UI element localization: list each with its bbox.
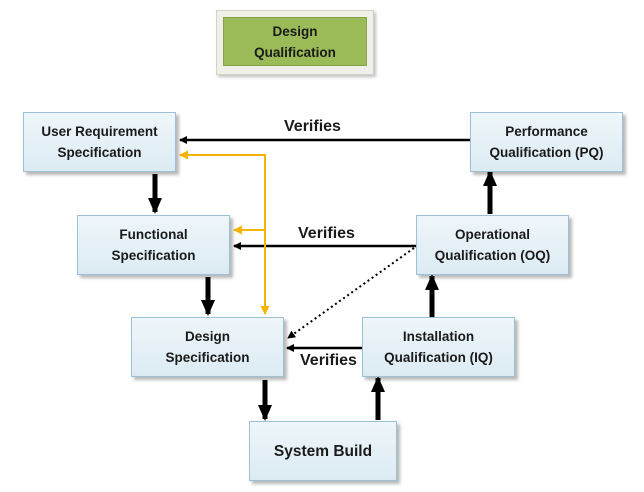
verifies-label-1: Verifies xyxy=(284,118,341,135)
urs-line2: Specification xyxy=(57,145,142,160)
iq-line1: Installation xyxy=(402,329,475,344)
verifies-label-3: Verifies xyxy=(300,352,357,369)
verifies-label-2: Verifies xyxy=(298,225,355,242)
sb-line1: System Build xyxy=(273,442,373,460)
design-qualification-title-box: Design Qualification xyxy=(216,10,374,75)
dotted-arrow-oq-ds xyxy=(287,247,415,339)
performance-qualification-box: Performance Qualification (PQ) xyxy=(470,112,623,172)
oq-line2: Qualification (OQ) xyxy=(434,248,551,263)
oq-line1: Operational xyxy=(454,227,530,242)
design-specification-box: Design Specification xyxy=(131,317,284,377)
fs-line2: Specification xyxy=(111,248,196,263)
operational-qualification-box: Operational Qualification (OQ) xyxy=(416,215,569,275)
pq-line2: Qualification (PQ) xyxy=(489,145,604,160)
installation-qualification-box: Installation Qualification (IQ) xyxy=(362,317,515,377)
design-arrow-to-urs xyxy=(179,150,266,300)
fs-line1: Functional xyxy=(119,227,188,242)
iq-line2: Qualification (IQ) xyxy=(384,350,493,365)
user-requirement-specification-box: User Requirement Specification xyxy=(23,112,176,172)
design-qualification-title: Design Qualification xyxy=(223,17,367,66)
pq-line1: Performance xyxy=(505,124,588,139)
ds-line1: Design xyxy=(184,329,230,344)
urs-line1: User Requirement xyxy=(41,124,158,139)
title-line2: Qualification xyxy=(254,44,336,60)
functional-specification-box: Functional Specification xyxy=(77,215,230,275)
system-build-box: System Build xyxy=(249,421,397,481)
title-line1: Design xyxy=(272,23,318,39)
ds-line2: Specification xyxy=(165,350,250,365)
